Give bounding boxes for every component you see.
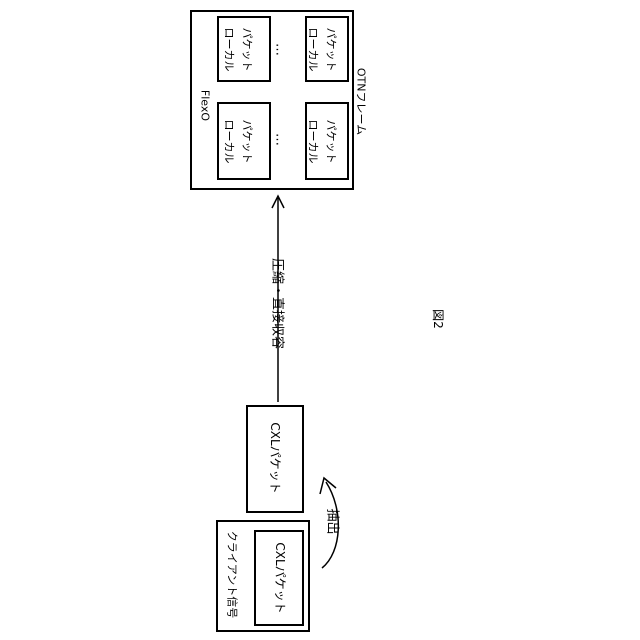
figure-label: 図2 [432,304,444,334]
local-packet-label: ローカル [308,115,319,169]
local-packet-label: パケット [326,115,337,169]
local-packet-label: パケット [326,23,337,77]
local-packet-label: パケット [242,115,253,169]
local-packet-label: パケット [242,23,253,77]
local-packet-label: ローカル [224,115,235,169]
arrow-label: 圧縮・直接収容 [271,249,284,359]
flexo-label: FlexO [200,83,211,129]
client-signal-inner-label: CXLパケット [274,536,286,620]
otn-frame-label: OTNフレーム [356,67,367,137]
local-packet-label: ローカル [308,23,319,77]
packet-ellipsis: … [274,40,287,60]
cxl-packet-label: CXLパケット [269,416,281,500]
packet-ellipsis: … [274,130,287,150]
extract-label: 抽出 [326,502,339,542]
local-packet-label: ローカル [224,23,235,77]
client-signal-label: クライアント信号 [227,527,238,623]
